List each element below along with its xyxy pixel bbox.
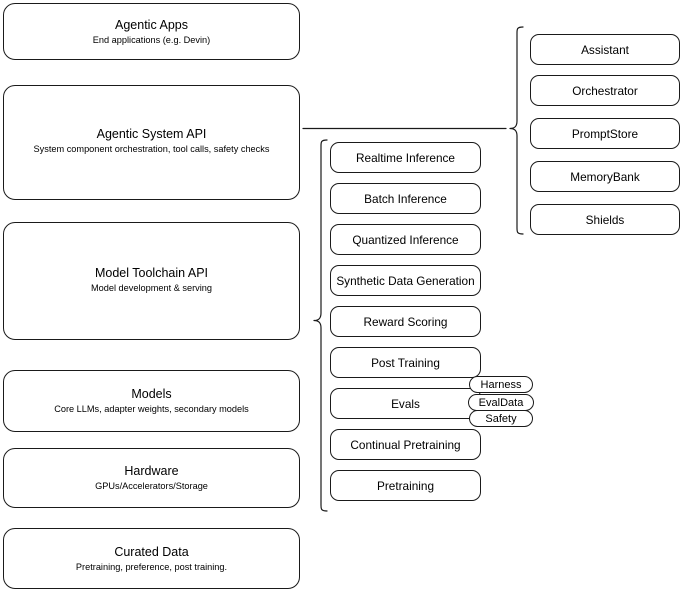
box-post-training[interactable]: Post Training [330,347,481,378]
tag-label: Harness [480,378,522,391]
brace-toolchain-branch [313,139,328,512]
brace-system-branch [509,26,524,235]
box-promptstore[interactable]: PromptStore [530,118,680,149]
box-agentic-system-api[interactable]: Agentic System API System component orch… [3,85,300,200]
box-title: Post Training [371,355,440,370]
box-title: Models [131,387,172,401]
box-pretraining[interactable]: Pretraining [330,470,481,501]
box-continual-pretraining[interactable]: Continual Pretraining [330,429,481,460]
box-model-toolchain-api[interactable]: Model Toolchain API Model development & … [3,222,300,340]
box-title: Curated Data [114,544,189,559]
box-subtitle: Pretraining, preference, post training. [75,561,228,572]
box-subtitle: GPUs/Accelerators/Storage [95,481,208,491]
box-title: MemoryBank [570,169,640,184]
box-title: Realtime Inference [355,150,455,165]
box-title: Assistant [581,42,629,57]
box-curated-data[interactable]: Curated Data Pretraining, preference, po… [3,528,300,589]
box-title: Model Toolchain API [94,266,209,280]
box-subtitle: Core LLMs, adapter weights, secondary mo… [54,404,249,414]
box-assistant[interactable]: Assistant [530,34,680,65]
box-shields[interactable]: Shields [530,204,680,235]
tag-safety[interactable]: Safety [469,410,533,427]
box-title: Agentic System API [96,127,207,141]
box-synthetic-data-generation[interactable]: Synthetic Data Generation [330,265,481,296]
box-orchestrator[interactable]: Orchestrator [530,75,680,106]
box-title: Shields [585,212,625,227]
box-title: Batch Inference [364,191,447,206]
tag-label: EvalData [478,396,524,409]
box-agentic-apps[interactable]: Agentic Apps End applications (e.g. Devi… [3,3,300,60]
box-evals[interactable]: Evals [330,388,481,419]
box-title: Pretraining [376,478,435,493]
box-memorybank[interactable]: MemoryBank [530,161,680,192]
box-title: Reward Scoring [363,314,448,329]
tag-harness[interactable]: Harness [469,376,533,393]
box-reward-scoring[interactable]: Reward Scoring [330,306,481,337]
box-quantized-inference[interactable]: Quantized Inference [330,224,481,255]
box-models[interactable]: Models Core LLMs, adapter weights, secon… [3,370,300,432]
box-hardware[interactable]: Hardware GPUs/Accelerators/Storage [3,448,300,508]
box-batch-inference[interactable]: Batch Inference [330,183,481,214]
tag-evaldata[interactable]: EvalData [468,394,534,411]
box-title: Synthetic Data Generation [336,273,475,288]
box-title: Agentic Apps [115,17,188,32]
box-title: Evals [391,396,420,411]
box-subtitle: End applications (e.g. Devin) [92,34,211,45]
tag-label: Safety [485,412,517,425]
box-title: Orchestrator [572,83,638,98]
box-realtime-inference[interactable]: Realtime Inference [330,142,481,173]
box-title: Continual Pretraining [350,437,461,452]
box-subtitle: System component orchestration, tool cal… [33,144,270,154]
box-title: PromptStore [571,126,639,141]
box-subtitle: Model development & serving [90,283,213,293]
box-title: Hardware [124,464,179,478]
box-title: Quantized Inference [352,232,459,247]
